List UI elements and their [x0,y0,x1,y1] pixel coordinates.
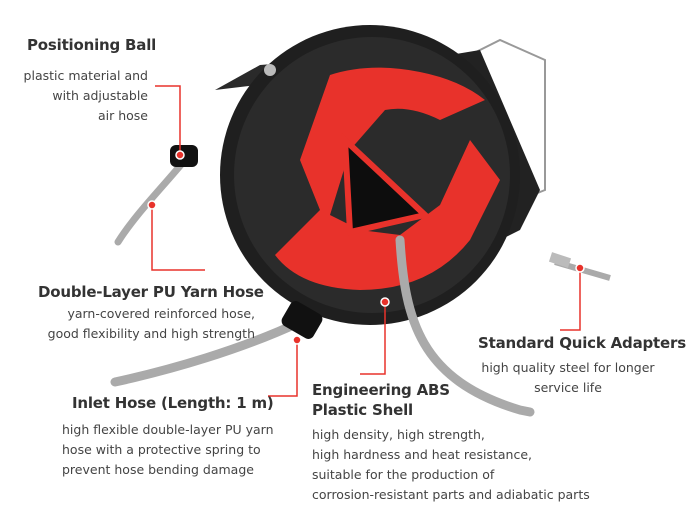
positioning-ball-desc: plastic material and with adjustable air… [24,66,148,126]
red-spoke-shape [275,67,500,290]
desc-line: suitable for the production of [312,467,495,482]
yarn-hose-title: Double-Layer PU Yarn Hose [38,283,264,301]
inlet-hose-desc: high flexible double-layer PU yarn hose … [62,420,274,480]
abs-shell-title: Engineering ABS Plastic Shell [312,380,450,420]
desc-line: yarn-covered reinforced hose, [67,306,255,321]
desc-line: corrosion-resistant parts and adiabatic … [312,487,590,502]
title-line: Engineering ABS [312,381,450,399]
desc-line: with adjustable [52,88,148,103]
inlet-hose [110,317,305,387]
desc-line: prevent hose bending damage [62,462,254,477]
desc-line: high hardness and heat resistance, [312,447,532,462]
abs-shell-desc: high density, high strength, high hardne… [312,425,590,505]
positioning-ball-title: Positioning Ball [27,36,157,54]
title-line: Plastic Shell [312,401,413,419]
quick-adapters-title: Standard Quick Adapters [478,334,686,352]
desc-line: high density, high strength, [312,427,485,442]
inlet-connector [281,301,323,339]
reel-shell [170,25,520,325]
inlet-hose-title: Inlet Hose (Length: 1 m) [72,394,274,412]
desc-line: high quality steel for longer [481,360,655,375]
callout-lines [151,85,581,397]
desc-line: air hose [97,108,148,123]
desc-line: good flexibility and high strength [47,326,255,341]
desc-line: hose with a protective spring to [62,442,261,457]
desc-line: service life [534,380,602,395]
yarn-hose-desc: yarn-covered reinforced hose, good flexi… [48,304,255,344]
desc-line: high flexible double-layer PU yarn [62,422,274,437]
callout-dots [147,150,585,345]
quick-adapters-desc: high quality steel for longer service li… [478,358,658,398]
main-hose [395,235,535,417]
desc-line: plastic material and [23,68,148,83]
